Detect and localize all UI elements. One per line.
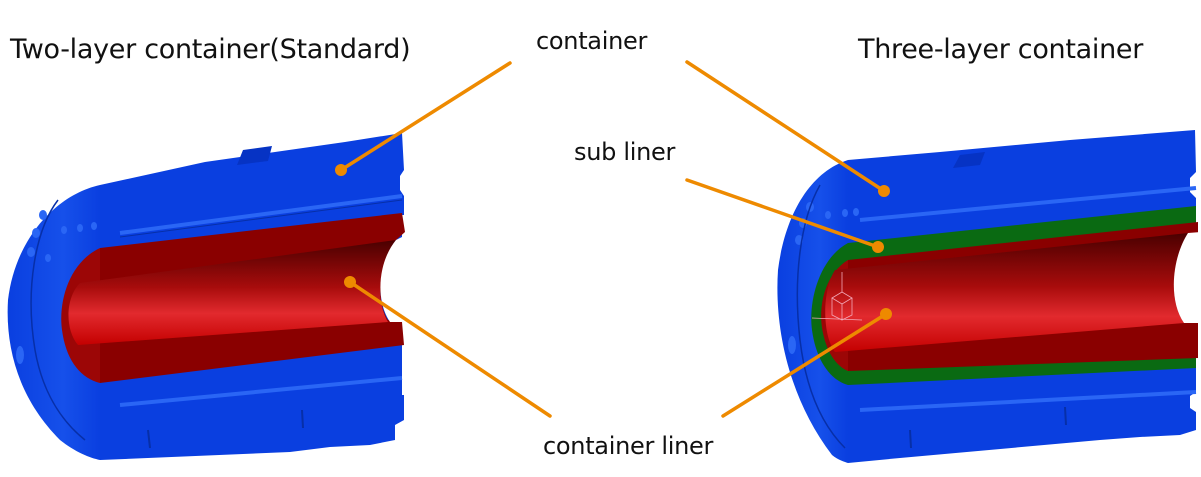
three-layer-bottom-key-2 — [1064, 406, 1067, 426]
sub-liner-callout-label: sub liner — [574, 138, 676, 166]
two-layer-bolt-holes — [16, 210, 97, 364]
dot-container-liner-two-layer — [344, 276, 356, 288]
three-layer-liner-bore — [825, 233, 1188, 352]
two-layer-container-title: Two-layer container(Standard) — [10, 34, 411, 65]
leader-sub-liner — [685, 178, 880, 249]
three-layer-top-notch — [953, 152, 985, 168]
two-layer-lower-groove — [119, 376, 403, 407]
dot-container-two-layer — [335, 164, 347, 176]
container-liner-callout-label: container liner — [543, 432, 714, 460]
three-layer-bottom-key-1 — [909, 429, 912, 449]
three-layer-container-title: Three-layer container — [858, 34, 1144, 65]
two-layer-container-illustration — [7, 133, 405, 460]
three-layer-lower-groove — [859, 390, 1197, 412]
three-layer-axis-gizmo — [811, 272, 863, 321]
leader-container-two-layer — [339, 61, 512, 172]
leader-dots — [335, 164, 892, 320]
leader-container-liner-two-layer — [348, 280, 552, 418]
dot-container-liner-three-layer — [880, 308, 892, 320]
three-layer-upper-groove — [859, 186, 1197, 222]
leader-container-three-layer — [685, 60, 886, 193]
two-layer-bottom-key-2 — [301, 409, 304, 429]
dot-sub-liner — [872, 241, 884, 253]
two-layer-bottom-key-1 — [147, 429, 151, 449]
three-layer-bore-opening — [1173, 232, 1201, 323]
dot-container-three-layer — [878, 185, 890, 197]
two-layer-liner-bore — [68, 240, 396, 345]
two-layer-endcap-ring — [30, 199, 86, 441]
two-layer-upper-groove-shadow — [119, 199, 403, 238]
container-callout-label: container — [536, 27, 648, 55]
leader-container-liner-three-layer — [721, 312, 888, 418]
leader-lines — [339, 60, 888, 418]
two-layer-top-notch — [237, 146, 272, 165]
two-layer-upper-groove — [119, 194, 403, 235]
two-layer-bore-opening — [380, 236, 404, 322]
three-layer-container-illustration — [777, 130, 1201, 463]
